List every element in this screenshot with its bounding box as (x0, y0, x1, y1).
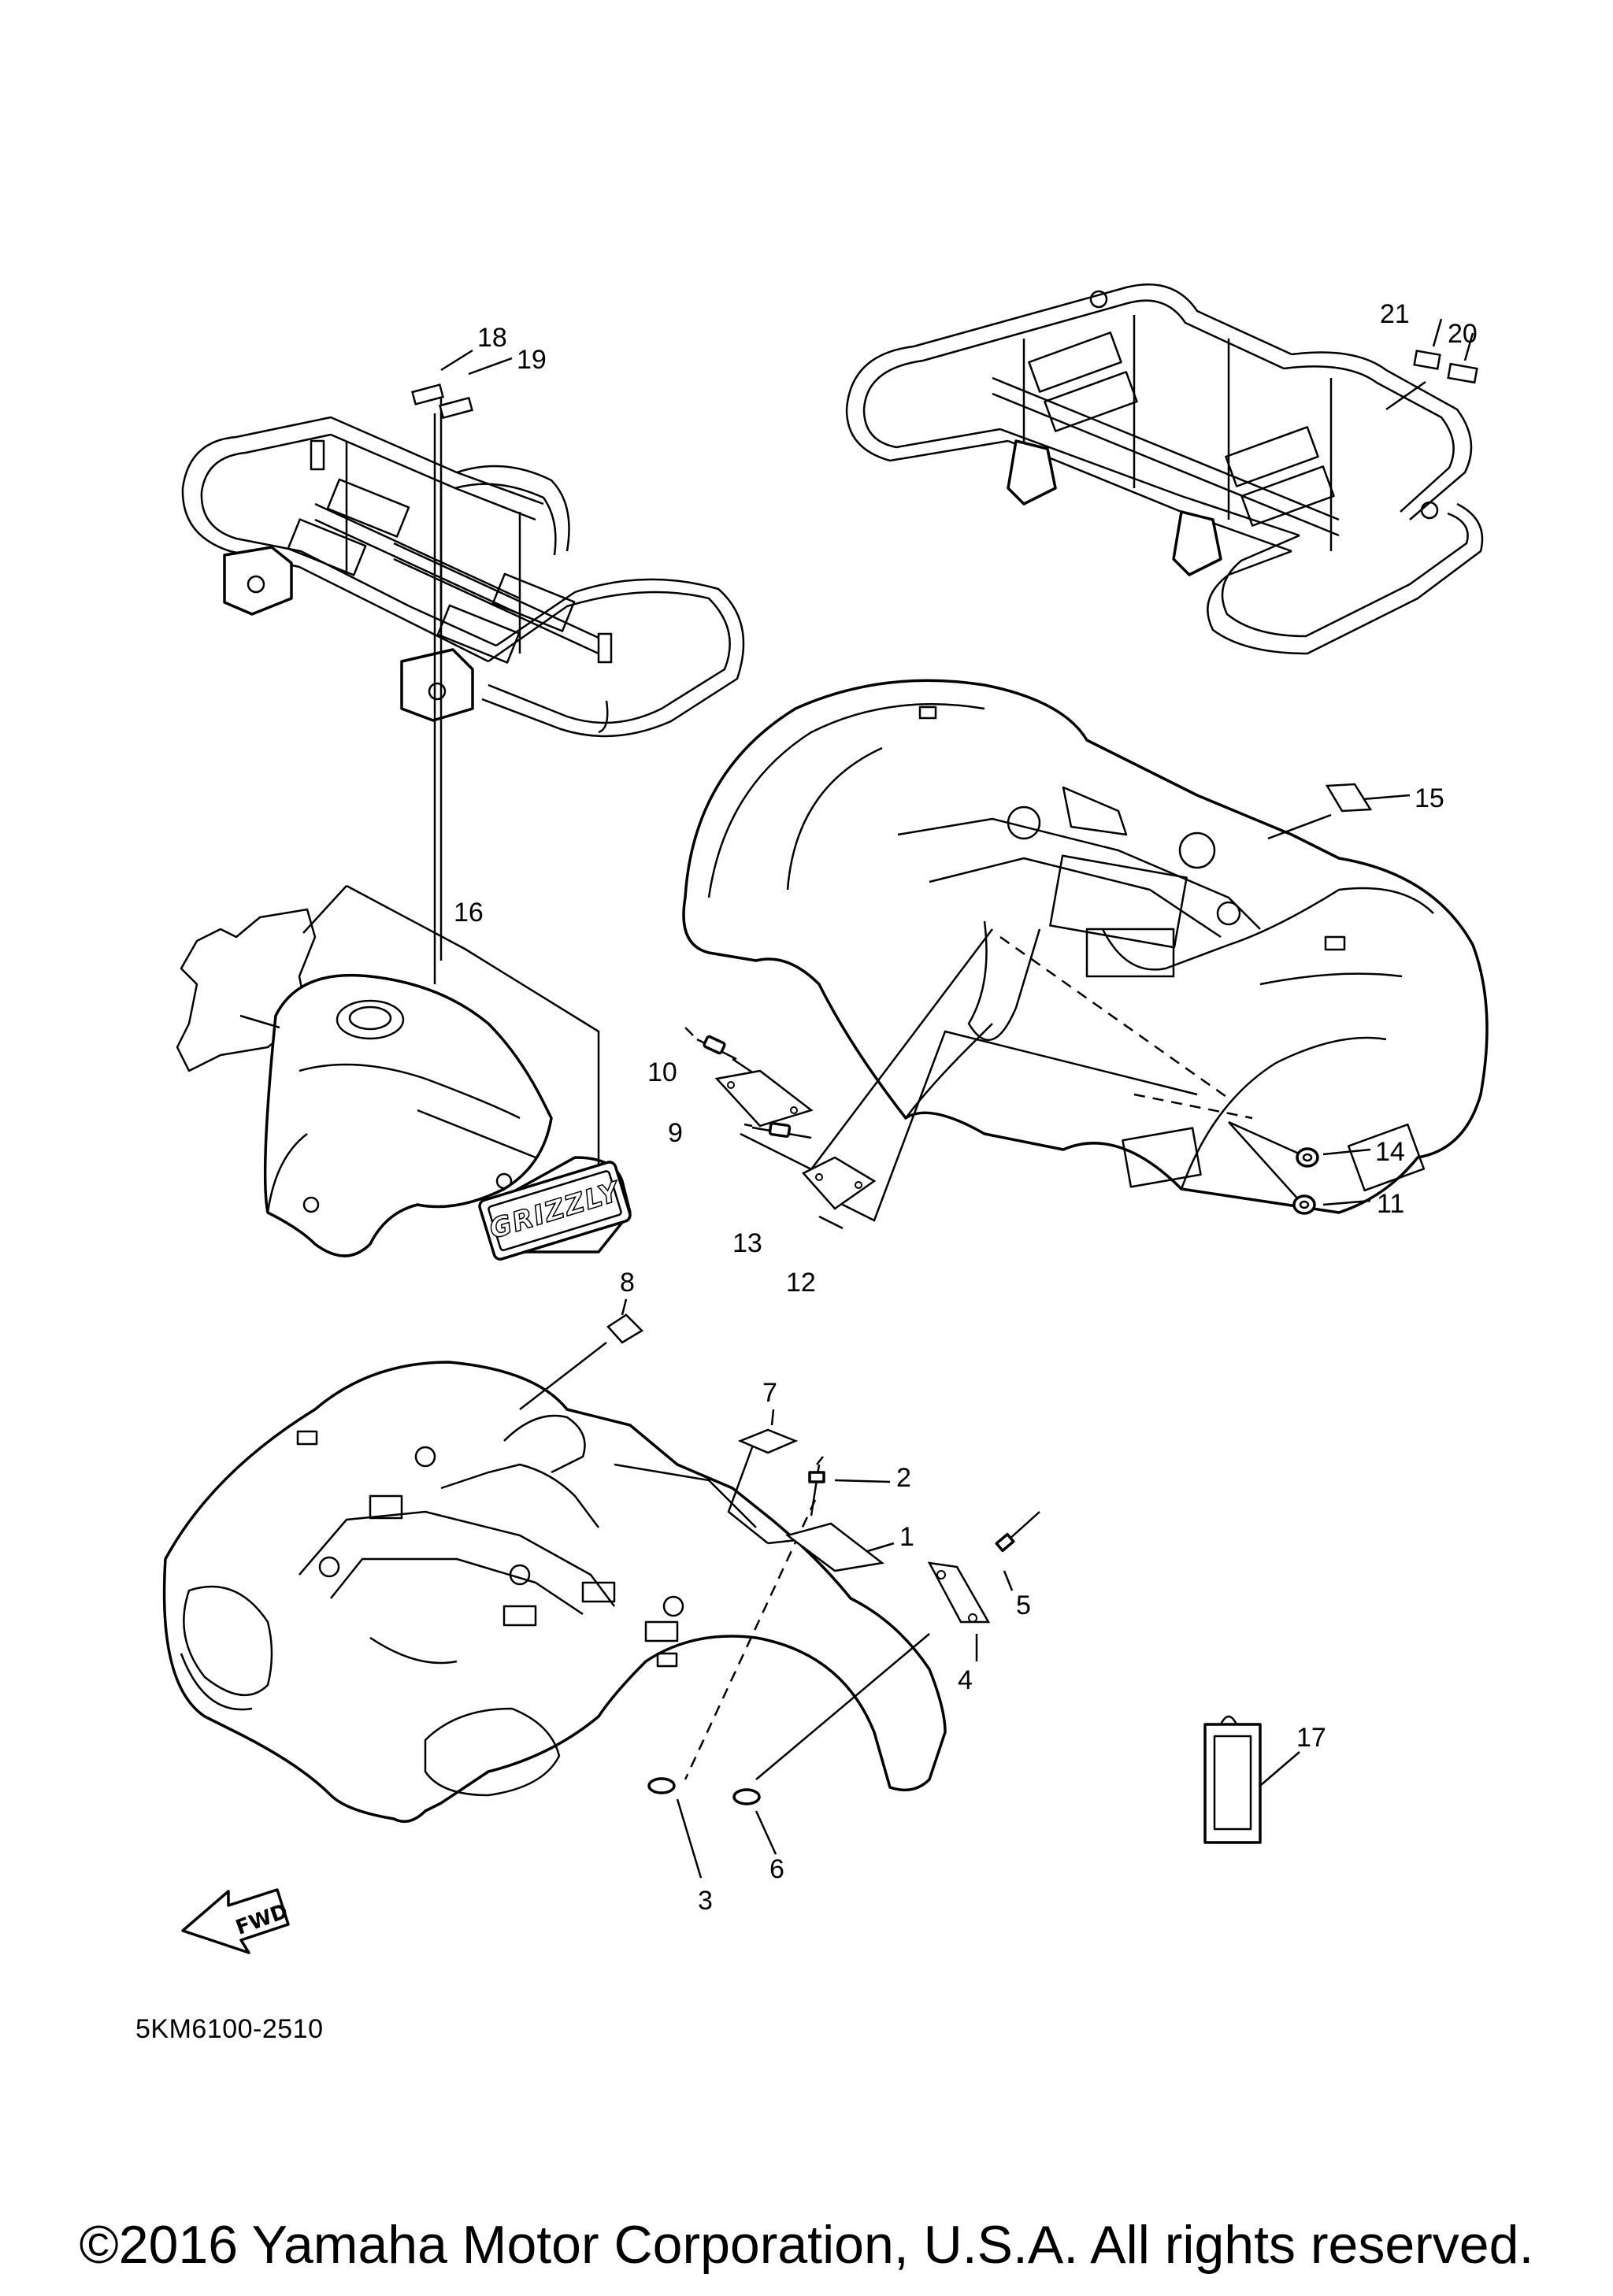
callout-14: 14 (1375, 1137, 1405, 1167)
callout-7: 7 (762, 1378, 777, 1408)
small-parts (411, 350, 1478, 1844)
callout-6: 6 (769, 1854, 784, 1884)
callout-11: 11 (1377, 1189, 1404, 1219)
guard-plate-1 (785, 1522, 885, 1572)
decal-20 (1447, 362, 1478, 384)
callout-12: 12 (786, 1268, 816, 1298)
copyright-notice: ©2016 Yamaha Motor Corporation, U.S.A. A… (79, 2215, 1534, 2275)
label-17 (1203, 1715, 1262, 1844)
callout-16: 16 (454, 898, 484, 928)
callout-labels: 1 2 3 4 5 6 7 8 9 10 11 12 13 14 15 16 1… (454, 299, 1478, 1916)
diagram-code: 5KM6100-2510 (135, 2014, 324, 2044)
washer-11 (1292, 1194, 1316, 1215)
callout-2: 2 (896, 1463, 911, 1493)
plate-9 (714, 1069, 814, 1128)
rivet-13 (743, 1122, 812, 1139)
washer-6 (732, 1788, 761, 1805)
rear-fender (682, 679, 1489, 1214)
decal-18 (411, 383, 444, 406)
callout-1: 1 (899, 1522, 914, 1552)
rear-carrier (845, 283, 1484, 655)
callout-4: 4 (958, 1665, 973, 1695)
callout-10: 10 (647, 1057, 677, 1087)
callout-17: 17 (1296, 1723, 1326, 1753)
decal-15 (1325, 783, 1373, 813)
rivet-2 (808, 1456, 825, 1516)
plate-12 (801, 1156, 877, 1210)
callout-21: 21 (1380, 299, 1410, 329)
callout-3: 3 (698, 1886, 713, 1916)
callout-9: 9 (668, 1118, 683, 1148)
leader-lines (239, 318, 1474, 1879)
decal-7 (737, 1428, 799, 1454)
decal-8 (606, 1313, 644, 1344)
callout-20: 20 (1448, 319, 1478, 349)
callout-5: 5 (1016, 1591, 1031, 1620)
front-fender (162, 1361, 947, 1824)
fwd-arrow: FWD (181, 1888, 291, 1954)
rivet-10 (684, 1027, 737, 1061)
decal-19 (439, 396, 473, 420)
washer-3 (647, 1777, 676, 1794)
callout-13: 13 (732, 1228, 762, 1258)
callout-8: 8 (620, 1268, 635, 1298)
front-carrier (181, 416, 745, 738)
callout-15: 15 (1415, 783, 1444, 813)
callout-18: 18 (477, 323, 507, 353)
callout-19: 19 (517, 345, 547, 375)
decal-21 (1413, 350, 1441, 370)
rivet-5 (995, 1511, 1040, 1553)
washer-14 (1296, 1147, 1319, 1168)
